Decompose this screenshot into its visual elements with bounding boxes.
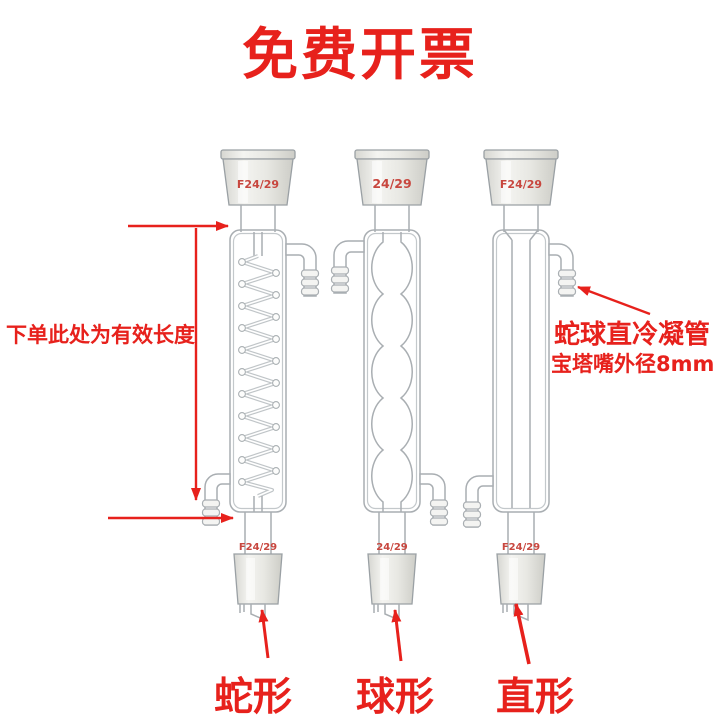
pagoda-mouth-arrow [577, 285, 651, 316]
bottom-cone [496, 553, 546, 605]
label-serpentine: 蛇形 [213, 675, 293, 720]
joint-marking: F24/29 [237, 178, 279, 191]
top-socket-lip [483, 149, 559, 160]
hose-barb-top [548, 243, 577, 297]
condenser-bulb: 24/29 24/29 [330, 149, 449, 622]
top-socket-lip [354, 149, 430, 160]
condenser-name-note: 蛇球直冷凝管 [554, 320, 711, 350]
joint-marking: 24/29 [372, 176, 411, 191]
joint-marking: 24/29 [376, 542, 408, 553]
condenser-straight: F24/29 F24/29 [462, 149, 577, 622]
jacket [492, 229, 550, 513]
page-title: 免费开票 [242, 23, 478, 88]
bulb-tube [371, 232, 385, 512]
jacket [229, 229, 287, 513]
hose-barb-top [330, 240, 365, 294]
bottom-cone [367, 553, 417, 605]
straight-tip-arrow [513, 603, 531, 665]
bottom-cone [233, 553, 283, 605]
top-socket-lip [220, 149, 296, 160]
bulb-tip-arrow [391, 609, 403, 662]
joint-marking: F24/29 [239, 542, 277, 553]
serpentine-tip-arrow [258, 609, 270, 659]
hose-barb-bottom [419, 473, 449, 526]
hose-barb-top [285, 243, 320, 297]
straight-tube [503, 229, 539, 508]
effective-length-measure [108, 221, 234, 523]
label-straight: 直形 [495, 675, 575, 720]
pagoda-diameter-note: 宝塔嘴外径8mm [551, 352, 715, 376]
joint-marking: F24/29 [502, 542, 540, 553]
hose-barb-bottom [201, 473, 231, 526]
coil-loops [238, 258, 280, 486]
joint-marking: F24/29 [500, 178, 542, 191]
label-bulb: 球形 [355, 675, 435, 720]
jacket [363, 229, 421, 513]
hose-barb-bottom [462, 475, 494, 528]
effective-length-note: 下单此处为有效长度 [6, 323, 195, 347]
condenser-serpentine: F24/29 [201, 149, 320, 622]
